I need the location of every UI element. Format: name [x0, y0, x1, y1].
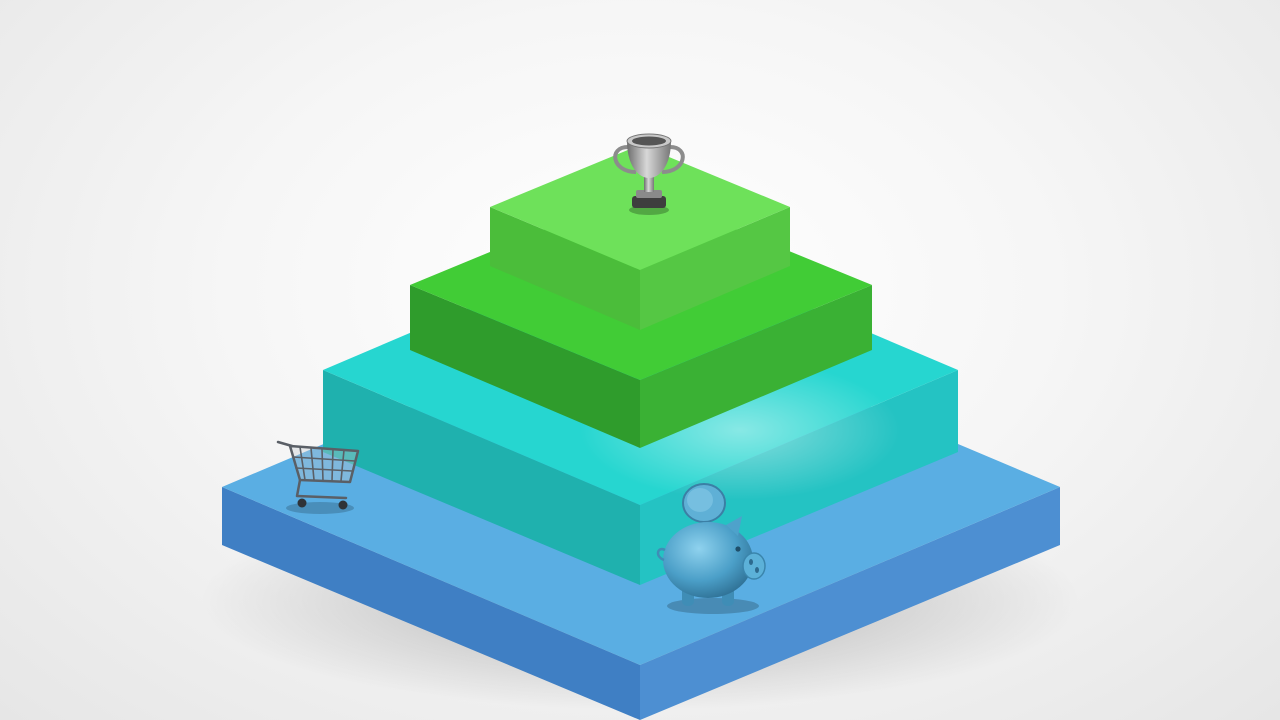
- top-tier-right-face: [640, 207, 790, 330]
- top-tier-left-face: [490, 207, 640, 330]
- trophy-icon: [613, 133, 685, 215]
- tier-2-left-face: [323, 370, 640, 585]
- base-tier-right-face: [640, 487, 1060, 720]
- tier-3-left-face: [410, 285, 640, 448]
- piggy-bank-coin-icon: [656, 483, 766, 614]
- shopping-cart-icon: [276, 440, 360, 514]
- base-tier-left-face: [222, 487, 640, 720]
- tier-3-right-face: [640, 285, 872, 448]
